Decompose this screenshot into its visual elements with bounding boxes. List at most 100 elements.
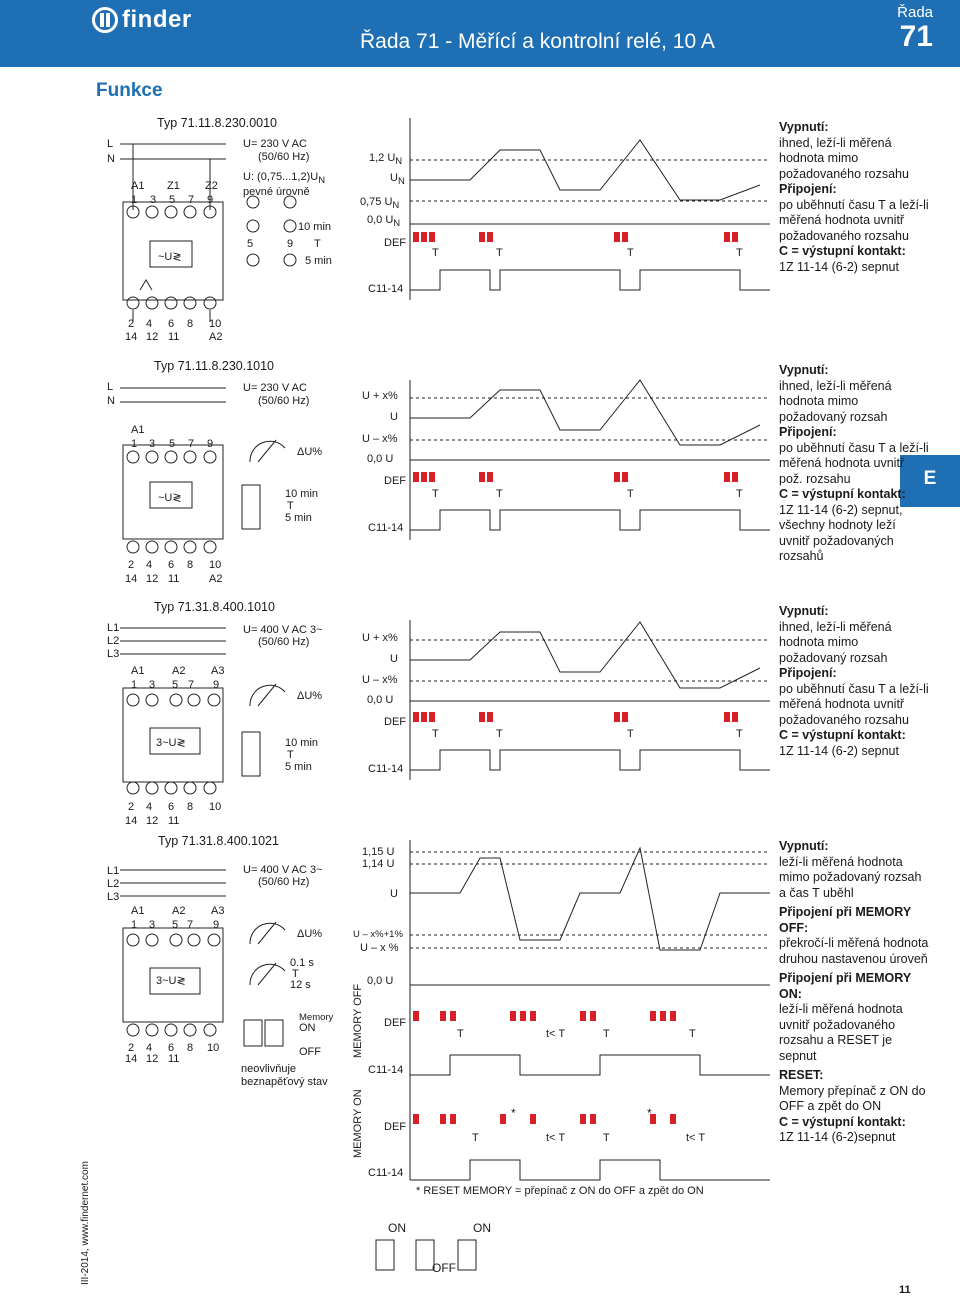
terminal-label: 6 <box>168 318 175 330</box>
level-label: U <box>390 653 398 665</box>
terminal-label: 10 <box>209 559 222 571</box>
function-description: Vypnutí:leží-li měřená hodnota mimo poža… <box>779 839 929 1144</box>
terminal-label: A2 <box>209 331 223 343</box>
terminal-label: 6 <box>168 801 175 813</box>
section-title: Funkce <box>96 80 163 101</box>
led-indicators <box>413 232 738 1124</box>
terminal-label: 3 <box>149 919 156 931</box>
timer-label: T <box>432 488 439 500</box>
level-label: 0,0 UN <box>367 214 401 230</box>
side-tab-label: E <box>923 468 937 489</box>
line-label: L1 <box>107 865 120 877</box>
dial-label: 5 <box>247 238 254 250</box>
dial-label: 5 min <box>305 255 332 267</box>
level-label: U – x%+1% <box>353 929 403 940</box>
dial-label: T <box>287 500 294 512</box>
terminal-label: 12 <box>146 573 159 585</box>
terminal-label: 2 <box>128 559 135 571</box>
level-label: C11-14 <box>368 1167 404 1179</box>
terminal-label: 11 <box>168 815 180 827</box>
line-label: L3 <box>107 648 120 660</box>
level-label: C11-14 <box>368 522 404 534</box>
terminal-label: 9 <box>213 679 220 691</box>
dial-label: T <box>314 238 321 250</box>
terminal-label: A1 <box>131 424 145 436</box>
memory-off-label: MEMORY OFF <box>352 983 364 1058</box>
dial-label: T <box>292 968 299 980</box>
type-label: Typ 71.11.8.230.0010 <box>157 116 278 130</box>
dial-label: ΔU% <box>297 690 323 702</box>
terminal-label: 10 <box>209 318 222 330</box>
terminal-label: 11 <box>168 331 180 343</box>
terminal-label: 10 <box>209 801 222 813</box>
supply-label: (50/60 Hz) <box>258 636 310 648</box>
terminal-label: 7 <box>187 919 194 931</box>
footer-note: III-2014, www.findernet.com <box>80 1161 91 1285</box>
terminal-label: 2 <box>128 318 135 330</box>
level-label: 0,0 U <box>367 694 394 706</box>
timer-label: T <box>432 728 439 740</box>
terminal-label: 2 <box>128 1042 135 1054</box>
dial-label: OFF <box>299 1046 321 1058</box>
dial-label: 5 min <box>285 512 312 524</box>
terminal-label: 4 <box>146 559 153 571</box>
terminal-label: 11 <box>168 1053 180 1065</box>
line-label: L2 <box>107 878 120 890</box>
function-description: Vypnutí:ihned, leží-li měřená hodnota mi… <box>779 604 929 758</box>
relay-symbol: 3~U≷ <box>156 737 186 749</box>
dial-label: Memory <box>299 1012 334 1023</box>
type-label: Typ 71.11.8.230.1010 <box>154 359 275 373</box>
terminal-label: 14 <box>125 1053 138 1065</box>
series-number: 71 <box>899 20 933 53</box>
terminal-label: Z1 <box>167 180 180 192</box>
relay-symbol: 3~U≷ <box>156 975 186 987</box>
type-label: Typ 71.31.8.400.1021 <box>158 834 279 848</box>
supply-label: U= 230 V AC <box>243 138 307 150</box>
reset-marker: * <box>511 1106 516 1120</box>
terminal-label: 8 <box>187 559 194 571</box>
dial-label: 5 min <box>285 761 312 773</box>
timer-label: T <box>627 247 634 259</box>
function-description: Vypnutí:ihned, leží-li měřená hodnota mi… <box>779 363 929 563</box>
supply-label: (50/60 Hz) <box>258 876 310 888</box>
supply-label: U= 400 V AC 3~ <box>243 864 323 876</box>
terminal-label: 1 <box>131 919 138 931</box>
terminal-label: 5 <box>169 438 176 450</box>
terminal-label: 12 <box>146 331 159 343</box>
setting-dials <box>246 195 297 267</box>
terminal-label: A1 <box>131 665 145 677</box>
level-label: U + x% <box>362 632 398 644</box>
line-label: L3 <box>107 891 120 903</box>
line-label: N <box>107 395 115 407</box>
level-label: DEF <box>384 716 406 728</box>
header-bar: finder Řada 71 - Měřící a kontrolní relé… <box>0 0 960 67</box>
terminal-label: 4 <box>146 801 153 813</box>
timer-label: T <box>457 1028 464 1040</box>
terminal-label: 9 <box>207 194 214 206</box>
supply-label: (50/60 Hz) <box>258 151 310 163</box>
timer-label: T <box>496 488 503 500</box>
level-label: U <box>390 888 398 900</box>
dial-label: ON <box>299 1022 316 1034</box>
dial-label: beznapěťový stav <box>241 1076 328 1088</box>
timer-label: T <box>432 247 439 259</box>
reset-note: * RESET MEMORY = přepínač z ON do OFF a … <box>416 1185 704 1197</box>
memory-on-label: MEMORY ON <box>352 1089 364 1158</box>
supply-label: pevné úrovně <box>243 186 310 198</box>
supply-label: U: (0,75...1,2)UN <box>243 171 326 187</box>
terminal-label: A3 <box>211 905 225 917</box>
terminal-label: 10 <box>207 1042 220 1054</box>
level-label: U – x % <box>360 942 399 954</box>
dial-label: 10 min <box>298 221 332 233</box>
terminal-label: 3 <box>150 194 157 206</box>
supply-label: U= 230 V AC <box>243 382 307 394</box>
timer-label: T <box>496 728 503 740</box>
dial-label: 9 <box>287 238 294 250</box>
timer-label: T <box>627 488 634 500</box>
timer-label: T <box>627 728 634 740</box>
terminal-label: 14 <box>125 815 138 827</box>
terminal-label: 11 <box>168 573 180 585</box>
finder-logo-icon <box>92 7 118 33</box>
type-label: Typ 71.31.8.400.1010 <box>154 600 275 614</box>
dial-label: neovlivňuje <box>241 1063 297 1075</box>
